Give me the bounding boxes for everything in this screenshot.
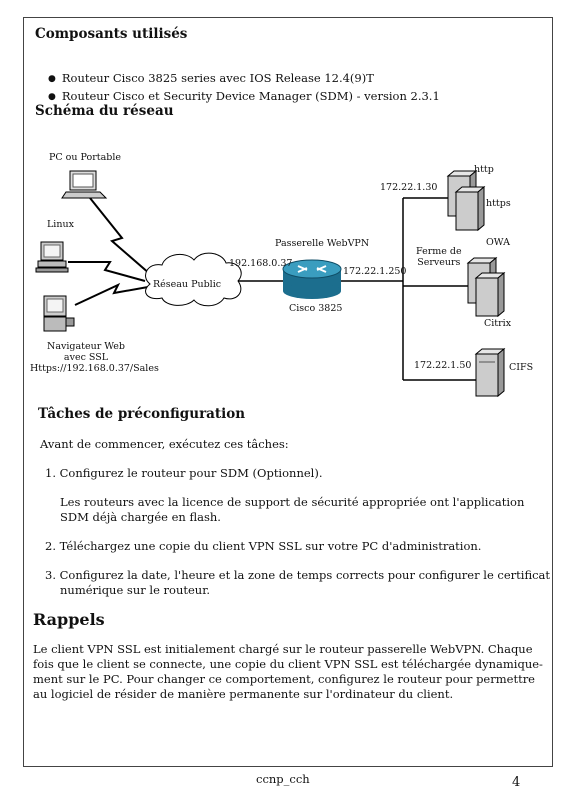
- linux-workstation-icon: [35, 241, 69, 273]
- page-number: 4: [512, 775, 521, 790]
- label-ip-inside: 172.22.1.250: [343, 266, 407, 277]
- task-3-line1: 3. Configurez la date, l'heure et la zon…: [45, 568, 551, 582]
- tasks-intro: Avant de commencer, exécutez ces tâches:: [40, 437, 289, 451]
- label-https: https: [486, 198, 511, 209]
- link-pc-cloud: [89, 197, 151, 275]
- footer-center: ccnp_cch: [256, 772, 310, 786]
- task-1-note-line1: Les routeurs avec la licence de support …: [60, 495, 525, 509]
- owa-citrix-server-icon: [466, 256, 506, 318]
- cifs-server-icon: [474, 347, 506, 398]
- label-citrix: Citrix: [484, 318, 512, 329]
- browser-workstation-icon: [43, 295, 75, 332]
- label-browser: Navigateur Web avec SSL Https://192.168.…: [30, 341, 159, 374]
- label-ip-outside: 192.168.0.37: [229, 258, 293, 269]
- component-item-sdm: Routeur Cisco et Security Device Manager…: [48, 88, 440, 106]
- label-pc: PC ou Portable: [49, 152, 122, 163]
- label-browser-line3: Https://192.168.0.37/Sales: [30, 363, 159, 374]
- rappels-heading: Rappels: [33, 610, 105, 629]
- laptop-icon: [61, 170, 108, 199]
- components-heading: Composants utilisés: [35, 26, 188, 42]
- task-3: 3. Configurez la date, l'heure et la zon…: [45, 568, 550, 598]
- label-server-farm: Ferme de Serveurs: [416, 246, 462, 268]
- rappels-line: Le client VPN SSL est initialement charg…: [33, 642, 533, 656]
- label-owa: OWA: [486, 237, 510, 248]
- router-icon: [282, 259, 342, 299]
- label-gateway: Passerelle WebVPN: [275, 238, 370, 249]
- label-linux: Linux: [47, 219, 74, 230]
- link-browser-cloud: [74, 282, 149, 306]
- label-browser-line2: avec SSL: [63, 352, 109, 363]
- rappels-body: Le client VPN SSL est initialement charg…: [33, 642, 548, 702]
- task-1-note-line2: SDM déjà chargée en flash.: [60, 510, 221, 524]
- network-diagram-heading: Schéma du réseau: [35, 103, 174, 119]
- label-farm-line1: Ferme de: [416, 246, 462, 257]
- label-farm-line2: Serveurs: [417, 257, 461, 268]
- task-1: 1. Configurez le routeur pour SDM (Optio…: [45, 466, 323, 480]
- task-2: 2. Téléchargez une copie du client VPN S…: [45, 539, 482, 553]
- rappels-line: fois que le client se connecte, une copi…: [33, 657, 543, 671]
- label-cloud: Réseau Public: [153, 279, 222, 290]
- components-list: Routeur Cisco 3825 series avec IOS Relea…: [48, 70, 440, 106]
- label-browser-line1: Navigateur Web: [47, 341, 125, 352]
- task-3-line2: numérique sur le routeur.: [60, 583, 211, 597]
- task-1-note: Les routeurs avec la licence de support …: [60, 495, 524, 525]
- rappels-line: ment sur le PC. Pour changer ce comporte…: [33, 672, 535, 686]
- label-http: http: [474, 164, 494, 175]
- label-ip-cifs: 172.22.1.50: [414, 360, 472, 371]
- label-cifs: CIFS: [509, 362, 534, 373]
- tasks-heading: Tâches de préconfiguration: [38, 406, 246, 422]
- link-linux-cloud: [68, 261, 146, 282]
- label-router-model: Cisco 3825: [289, 303, 343, 314]
- page-frame: [23, 17, 553, 767]
- rappels-line: au logiciel de résider de manière perman…: [33, 687, 454, 701]
- web-server-icon: [446, 169, 486, 232]
- label-ip-web: 172.22.1.30: [380, 182, 438, 193]
- component-item-router: Routeur Cisco 3825 series avec IOS Relea…: [48, 70, 440, 88]
